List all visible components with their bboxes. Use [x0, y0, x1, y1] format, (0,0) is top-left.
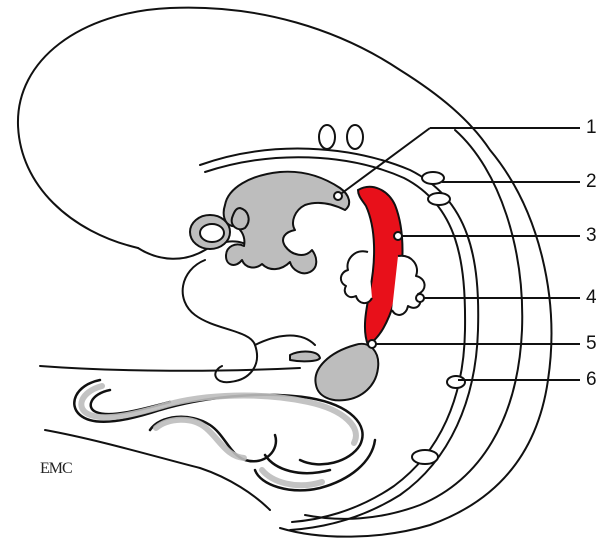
jaw-outline [183, 260, 257, 382]
vertebra-label-2-a [422, 172, 444, 184]
vertebra-label-2-b [428, 193, 450, 205]
stomach-gray [290, 352, 320, 362]
liver-bud-gray [315, 344, 378, 401]
trunk-line-lower [45, 430, 270, 510]
trunk-line-upper [40, 366, 300, 371]
embryo-head-outline [18, 8, 551, 537]
leader-dot-1 [334, 192, 342, 200]
eye-inner [200, 224, 224, 242]
callout-label-4: 4 [586, 288, 597, 307]
vertebra-label-6 [447, 376, 465, 388]
thyroid-gray [232, 208, 249, 229]
callout-label-2: 2 [586, 172, 597, 191]
callout-label-5: 5 [586, 334, 597, 353]
vertebra-top-right [347, 125, 363, 149]
callout-label-1: 1 [586, 118, 597, 137]
leader-dot-4 [416, 294, 424, 302]
pharynx-outline [255, 336, 315, 345]
leader-dot-5 [368, 340, 376, 348]
callout-label-3: 3 [586, 226, 597, 245]
leader-dot-3 [394, 232, 402, 240]
vertebra-bottom [412, 450, 438, 464]
callout-label-6: 6 [586, 370, 597, 389]
lung-bud-left [341, 251, 372, 303]
vertebra-top-left [319, 125, 335, 149]
gut-loop-gray-fill-2 [156, 420, 244, 458]
publisher-signature: EMC [40, 460, 72, 478]
